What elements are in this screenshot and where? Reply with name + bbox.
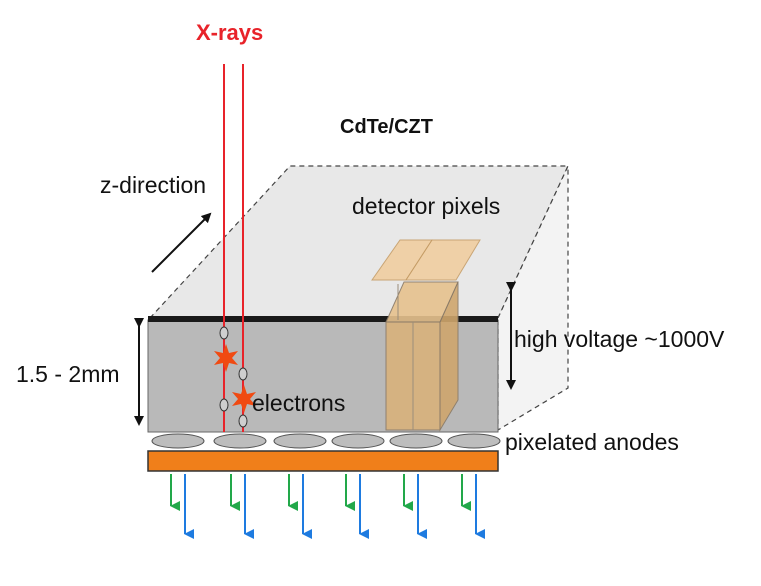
electron-charges xyxy=(219,326,248,428)
anode-pad xyxy=(151,433,205,449)
electron-charge xyxy=(238,414,248,428)
top-electrode xyxy=(148,316,498,322)
interaction-star-icon xyxy=(232,385,256,413)
anode-pad xyxy=(389,433,443,449)
electron-charge xyxy=(238,367,248,381)
z-direction-arrow xyxy=(151,212,212,273)
xrays-label: X-rays xyxy=(196,20,263,45)
detector-pixels-label: detector pixels xyxy=(352,193,500,219)
material-label: CdTe/CZT xyxy=(340,116,433,138)
anode-row xyxy=(151,433,501,449)
signal-arrows-green xyxy=(170,474,471,511)
electron-charge xyxy=(219,398,229,412)
interaction-star-icon xyxy=(214,344,238,372)
thickness-label: 1.5 - 2mm xyxy=(16,361,120,387)
readout-substrate xyxy=(147,450,499,472)
high-voltage-label: high voltage ~1000V xyxy=(514,326,725,352)
detector-pixel-top-right xyxy=(405,239,481,281)
electrons-label: electrons xyxy=(252,390,345,416)
anode-pad xyxy=(447,433,501,449)
signal-arrows-blue xyxy=(184,474,485,539)
crystal-top-face xyxy=(148,165,569,319)
pixelated-anodes-label: pixelated anodes xyxy=(505,429,679,455)
anode-pad xyxy=(213,433,267,449)
anode-pad xyxy=(273,433,327,449)
anode-pad xyxy=(331,433,385,449)
z-direction-label: z-direction xyxy=(100,172,206,198)
electron-charge xyxy=(219,326,229,340)
